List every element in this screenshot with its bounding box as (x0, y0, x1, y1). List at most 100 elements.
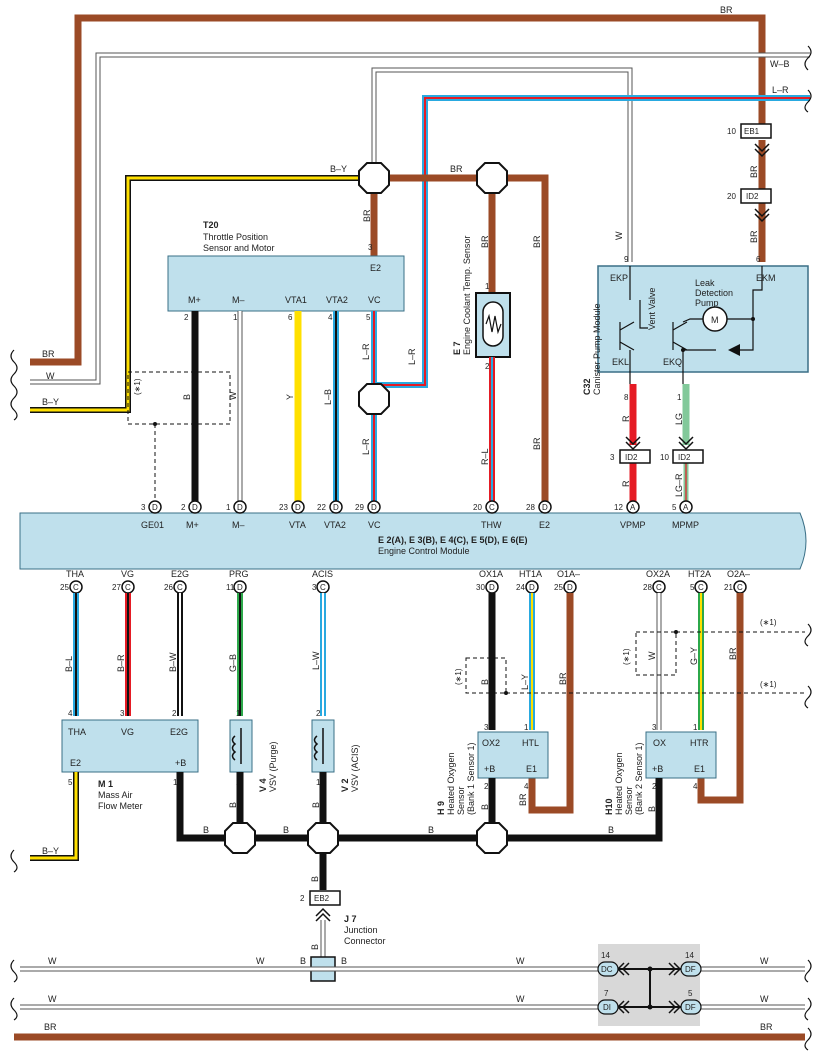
h10-ox: OX (653, 738, 666, 748)
c32-ekl: EKL (612, 357, 629, 367)
conn-dc (597, 961, 619, 977)
ecm-bot-letter-4: D (237, 583, 243, 592)
ecm-top-pin-10: 5 (672, 503, 677, 512)
wire-label-l-r-branch: L–R (407, 348, 417, 365)
ecm-top-name-8: E2 (539, 520, 550, 530)
h9-name-2: Sensor (456, 786, 466, 815)
c32-pin-ekl: 8 (624, 393, 629, 402)
h9-box (477, 731, 549, 779)
ecm-bottom-terminals (69, 580, 747, 594)
j7-b-left: B (300, 956, 306, 966)
h10-name-3: (Bank 2 Sensor 1) (634, 742, 644, 815)
ecm-bot-name-6: OX1A (479, 569, 503, 579)
wire-label-vta2: L–B (323, 389, 333, 405)
t20-name-2: Sensor and Motor (203, 243, 275, 253)
h9-ox: OX2 (482, 738, 500, 748)
m1-e2: E2 (70, 758, 81, 768)
conn-di (597, 999, 619, 1015)
ecm-top-letter-6: D (371, 503, 377, 512)
h10-name-1: Heated Oxygen (614, 752, 624, 815)
wire-label-gnd-h10: B (647, 806, 657, 812)
bus-label-w-2: W (256, 956, 265, 966)
id2-top-label: ID2 (746, 192, 759, 201)
v2-pin-1: 2 (316, 709, 321, 718)
ecm-bot-pin-5: 3 (312, 583, 317, 592)
e7-pin-bottom: 2 (485, 362, 490, 371)
ecm-bot-letter-10: C (698, 583, 704, 592)
ecm-bot-name-9: OX2A (646, 569, 670, 579)
c32-diode (728, 344, 740, 356)
c32-pin-ekq: 1 (677, 393, 682, 402)
conn-pin-7: 7 (604, 989, 609, 998)
wire-label-w-b: W–B (770, 59, 790, 69)
m1-pin-vg: 3 (120, 709, 125, 718)
wire-o2a (697, 593, 744, 804)
h9-code: H 9 (436, 801, 446, 815)
ecm-top-name-3: M– (232, 520, 245, 530)
wire-label-r-lower: R (621, 480, 631, 487)
v4-code: V 4 (258, 778, 268, 792)
ecm-top-letter-8: D (542, 503, 548, 512)
h9-e1: E1 (526, 764, 537, 774)
wire-label-vc-bottom: L–R (361, 438, 371, 455)
j7-b-right: B (341, 956, 347, 966)
ecm-bot-name-2: VG (121, 569, 134, 579)
ecm-top-pin-1: 3 (141, 503, 146, 512)
bus-label-w-7: W (760, 994, 769, 1004)
t20-pin-m-plus: M+ (188, 295, 201, 305)
splice-5 (307, 822, 339, 854)
ecm-top-pin-5: 22 (317, 503, 326, 512)
e7-resistor-zigzag (485, 313, 502, 335)
h9-htl: HTL (522, 738, 539, 748)
wire-label-gnd-h9: B (480, 804, 490, 810)
wire-label-m-plus: B (182, 394, 192, 400)
eb1-label: EB1 (744, 127, 760, 136)
ecm-top-pin-8: 28 (526, 503, 535, 512)
break-mark-left (10, 349, 18, 1021)
v2-pin-2: 1 (316, 778, 321, 787)
ecm-bot-pin-6: 30 (476, 583, 485, 592)
wire-label-e7-br: BR (480, 235, 490, 248)
conn-pin-14b: 14 (685, 951, 694, 960)
m1-name-2: Flow Meter (98, 801, 143, 811)
h10-pin-htr: 1 (693, 723, 698, 732)
splice-1 (358, 162, 390, 194)
conn-df-2 (680, 999, 702, 1015)
conn-df-1-label: DF (685, 965, 696, 974)
wire-label-gnd-v4: B (228, 802, 238, 808)
ecm-top-letter-4: D (295, 503, 301, 512)
id2-connector-r (619, 449, 651, 464)
wire-label-o2: BR (728, 647, 738, 660)
wire-label-b-y-left: B–Y (42, 397, 59, 407)
wire-l-r (374, 95, 810, 388)
c32-motor-label: M (711, 315, 719, 325)
eb2-connector (309, 890, 341, 906)
splice-3 (358, 383, 390, 415)
option-star-h9: (∗1) (454, 668, 463, 685)
wire-label-b-y-bottom: B–Y (42, 846, 59, 856)
wire-label-eb1-br: BR (749, 165, 759, 178)
ecm-top-letter-10: A (683, 503, 689, 512)
wire-label-br-top: BR (720, 5, 733, 15)
option-box-h9 (465, 657, 507, 694)
id2-lg-pin: 10 (660, 453, 669, 462)
ecm-top-terminals (148, 500, 693, 514)
ecm-top-pin-4: 23 (279, 503, 288, 512)
ecm-title: E 2(A), E 3(B), E 4(C), E 5(D), E 6(E) (378, 535, 528, 545)
wire-label-j7-b: B (310, 944, 320, 950)
wire-label-h9-e1: BR (518, 793, 528, 806)
wire-label-ox1: B (480, 679, 490, 685)
ecm-bot-letter-5: C (320, 583, 326, 592)
c32-vent-valve: Vent Valve (647, 288, 657, 330)
v2-name: VSV (ACIS) (350, 744, 360, 792)
wire-label-e2-br-top: BR (532, 235, 542, 248)
ecm-top-pin-6: 29 (355, 503, 364, 512)
h9-pin-ox: 3 (484, 723, 489, 732)
ecm-top-letter-1: D (152, 503, 158, 512)
wire-label-prg: G–B (228, 654, 238, 672)
eb2-label: EB2 (314, 894, 330, 903)
ecm-top-name-9: VPMP (620, 520, 646, 530)
m1-name-1: Mass Air (98, 790, 133, 800)
ecm-top-name-6: VC (368, 520, 381, 530)
h10-pin-ox: 3 (652, 723, 657, 732)
